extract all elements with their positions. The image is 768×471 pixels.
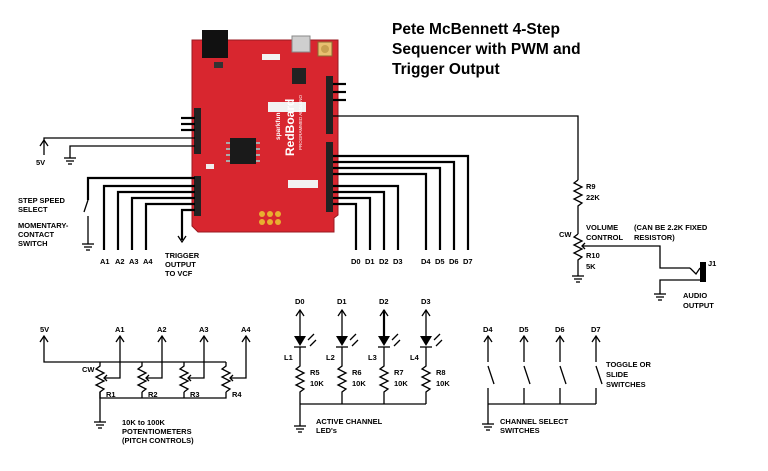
label-5v: 5V xyxy=(36,158,45,167)
led-r6-value: 10K xyxy=(352,379,366,388)
led-l2: L2 xyxy=(326,353,335,362)
led-pin-d1: D1 xyxy=(337,297,347,306)
audio-jack-j1 xyxy=(653,262,706,301)
switch-pin-d6: D6 xyxy=(555,325,565,334)
trigger-line-1: TRIGGER xyxy=(165,251,200,260)
pot-r2: R2 xyxy=(148,390,158,399)
title-line-3: Trigger Output xyxy=(392,61,500,78)
pots-5v: 5V xyxy=(40,325,49,334)
pitch-pot-network xyxy=(39,335,251,429)
pot-r4: R4 xyxy=(232,390,242,399)
pots-caption-2: POTENTIOMETERS xyxy=(122,427,192,436)
pot-pin-a4: A4 xyxy=(241,325,251,334)
label-a3: A3 xyxy=(129,257,139,266)
label-d7: D7 xyxy=(463,257,473,266)
left-header-wires xyxy=(43,116,195,250)
fixed-line-1: (CAN BE 2.2K FIXED xyxy=(634,223,708,232)
volume-cw: CW xyxy=(559,230,572,239)
r10-name: R10 xyxy=(586,251,600,260)
led-l3: L3 xyxy=(368,353,377,362)
led-network xyxy=(293,309,443,433)
right-header-wires xyxy=(333,82,579,250)
led-r5-value: 10K xyxy=(310,379,324,388)
title-line-1: Pete McBennett 4-Step xyxy=(392,21,560,38)
potentiometer-r10 xyxy=(571,233,690,283)
switch-pin-d4: D4 xyxy=(483,325,493,334)
step-speed-line-2: SELECT xyxy=(18,205,48,214)
volume-line-1: VOLUME xyxy=(586,223,618,232)
r10-value: 5K xyxy=(586,262,596,271)
switches-caption-1: CHANNEL SELECT xyxy=(500,417,569,426)
step-speed-line-1: STEP SPEED xyxy=(18,196,66,205)
pot-pin-a2: A2 xyxy=(157,325,167,334)
volume-line-2: CONTROL xyxy=(586,233,623,242)
redboard: sparkfun RedBoard PROGRAMMED ARDUINO xyxy=(191,30,339,233)
label-a2: A2 xyxy=(115,257,125,266)
r9-name: R9 xyxy=(586,182,596,191)
led-r8-value: 10K xyxy=(436,379,450,388)
pots-caption-1: 10K to 100K xyxy=(122,418,166,427)
led-r7-value: 10K xyxy=(394,379,408,388)
label-d5: D5 xyxy=(435,257,445,266)
board-name: RedBoard xyxy=(283,99,297,156)
r9-value: 22K xyxy=(586,193,600,202)
jack-label: J1 xyxy=(708,259,716,268)
led-pin-d3: D3 xyxy=(421,297,431,306)
board-subtitle: PROGRAMMED ARDUINO xyxy=(298,94,303,150)
resistor-r9 xyxy=(572,179,584,234)
trigger-line-3: TO VCF xyxy=(165,269,193,278)
trigger-line-2: OUTPUT xyxy=(165,260,196,269)
momentary-line-3: SWITCH xyxy=(18,239,48,248)
switch-pin-d5: D5 xyxy=(519,325,529,334)
switch-pin-d7: D7 xyxy=(591,325,601,334)
pots-caption-3: (PITCH CONTROLS) xyxy=(122,436,194,445)
step-speed-switch xyxy=(81,199,95,251)
toggle-line-3: SWITCHES xyxy=(606,380,646,389)
label-d1: D1 xyxy=(365,257,375,266)
label-d0: D0 xyxy=(351,257,361,266)
pots-cw: CW xyxy=(82,365,95,374)
switches-caption-2: SWITCHES xyxy=(500,426,540,435)
label-d2: D2 xyxy=(379,257,389,266)
led-r6: R6 xyxy=(352,368,362,377)
led-pin-d0: D0 xyxy=(295,297,305,306)
pot-pin-a3: A3 xyxy=(199,325,209,334)
label-d4: D4 xyxy=(421,257,431,266)
audio-line-1: AUDIO xyxy=(683,291,707,300)
momentary-line-1: MOMENTARY- xyxy=(18,221,69,230)
led-r5: R5 xyxy=(310,368,320,377)
leds-caption-1: ACTIVE CHANNEL xyxy=(316,417,383,426)
label-a4: A4 xyxy=(143,257,153,266)
pot-r3: R3 xyxy=(190,390,200,399)
title-line-2: Sequencer with PWM and xyxy=(392,41,581,58)
fixed-line-2: RESISTOR) xyxy=(634,233,675,242)
led-l4: L4 xyxy=(410,353,420,362)
momentary-line-2: CONTACT xyxy=(18,230,55,239)
label-d6: D6 xyxy=(449,257,459,266)
pot-pin-a1: A1 xyxy=(115,325,125,334)
toggle-line-1: TOGGLE OR xyxy=(606,360,651,369)
led-r7: R7 xyxy=(394,368,404,377)
audio-line-2: OUTPUT xyxy=(683,301,714,310)
led-l1: L1 xyxy=(284,353,293,362)
leds-caption-2: LED's xyxy=(316,426,337,435)
label-a1: A1 xyxy=(100,257,110,266)
led-r8: R8 xyxy=(436,368,446,377)
toggle-line-2: SLIDE xyxy=(606,370,628,379)
pot-r1: R1 xyxy=(106,390,116,399)
led-pin-d2: D2 xyxy=(379,297,389,306)
label-d3: D3 xyxy=(393,257,403,266)
board-brand: sparkfun xyxy=(275,113,282,140)
channel-switch-network xyxy=(481,335,603,431)
